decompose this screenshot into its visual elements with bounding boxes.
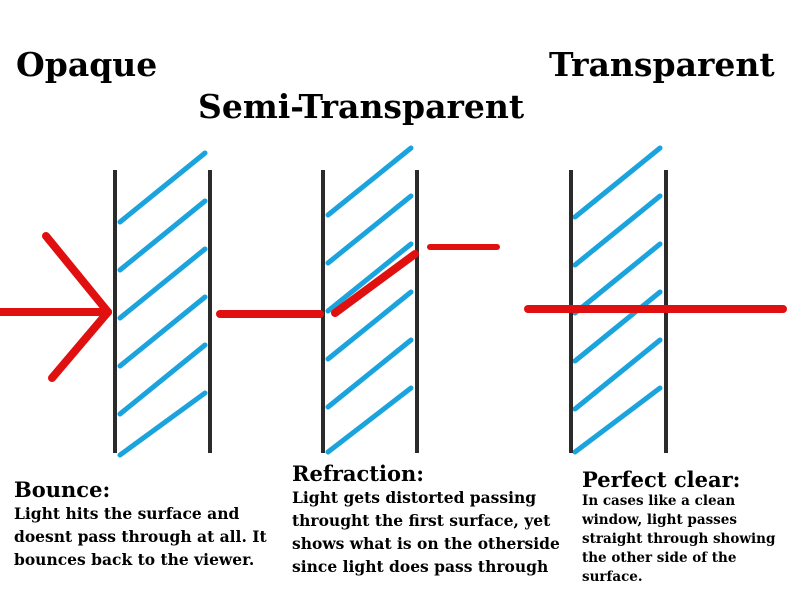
light-ray-refraction: [216, 244, 500, 318]
caption-bounce-body: Light hits the surface and doesnt pass t…: [14, 504, 267, 569]
title-opaque: Opaque: [16, 45, 158, 84]
hatch-lines-semi: [325, 145, 414, 455]
light-ray-bounce: [0, 232, 112, 382]
title-transparent: Transparent: [549, 45, 775, 84]
panel-transparent: [524, 145, 787, 455]
caption-bounce-heading: Bounce:: [14, 477, 111, 502]
caption-perfect-clear-heading: Perfect clear:: [582, 467, 741, 492]
panel-semi-transparent: [216, 145, 500, 455]
title-semi-transparent: Semi-Transparent: [198, 87, 525, 126]
caption-refraction-body: Light gets distorted passing throught th…: [292, 488, 560, 576]
hatch-lines-transparent: [572, 145, 663, 455]
caption-perfect-clear-body: In cases like a clean window, light pass…: [582, 493, 776, 585]
hatch-lines-opaque: [117, 150, 208, 458]
panel-opaque: [0, 150, 212, 458]
caption-perfect-clear: Perfect clear: In cases like a clean win…: [582, 468, 792, 587]
caption-bounce: Bounce: Light hits the surface and doesn…: [14, 478, 284, 571]
caption-refraction: Refraction: Light gets distorted passing…: [292, 462, 567, 578]
caption-refraction-heading: Refraction:: [292, 461, 425, 486]
